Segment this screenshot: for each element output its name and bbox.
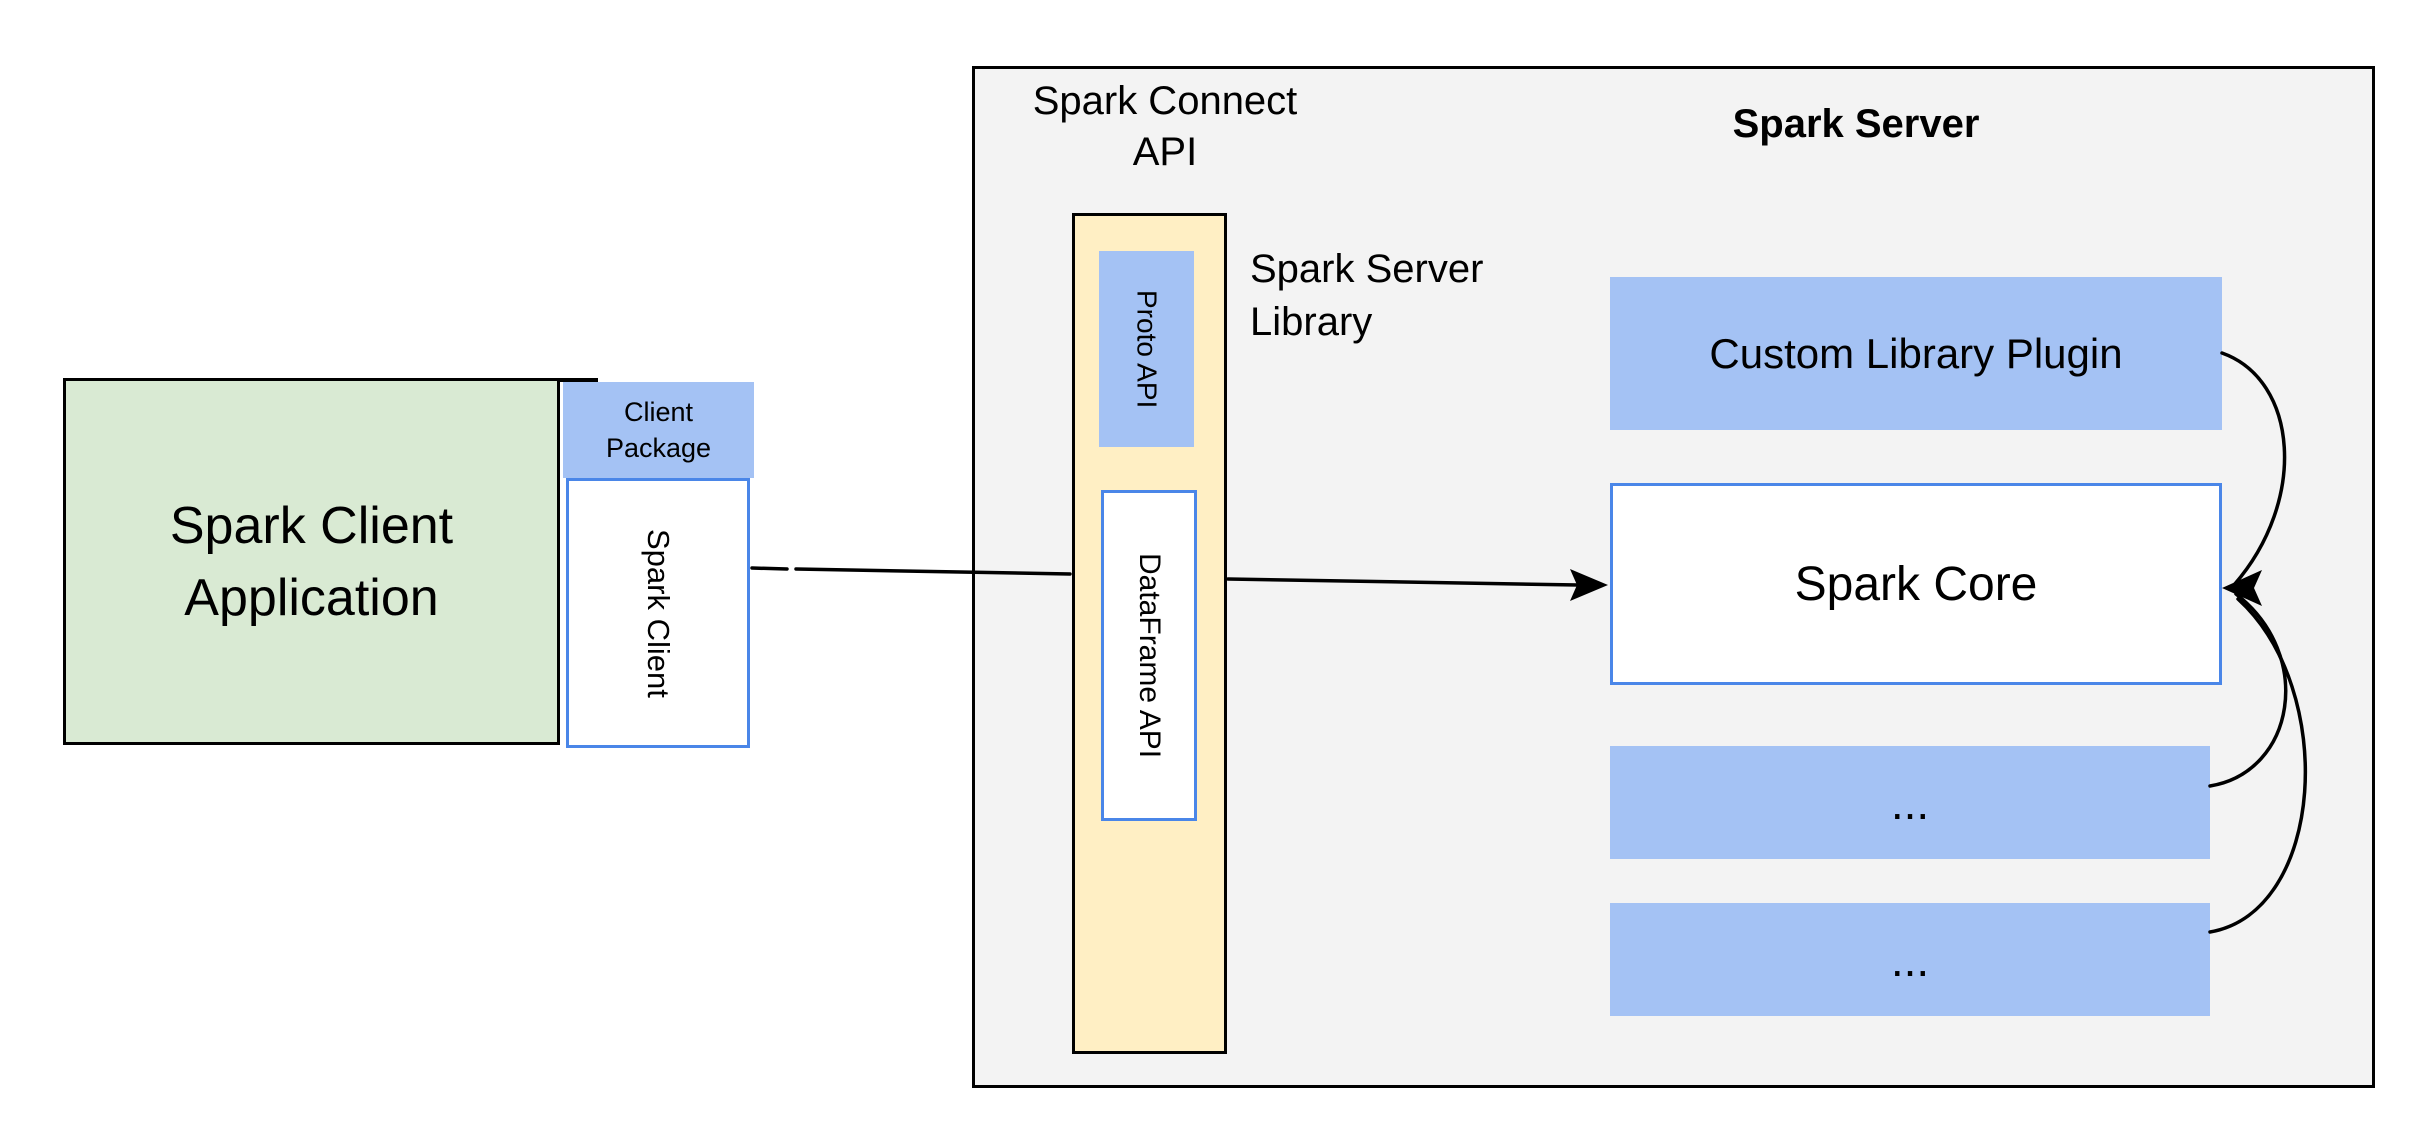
plugin-slot-2-box: ...: [1610, 903, 2210, 1016]
client-to-server-line-stub: [750, 566, 789, 571]
custom-library-plugin-label: Custom Library Plugin: [1709, 329, 2123, 377]
plugin-slot-2-label: ...: [1890, 933, 1930, 986]
plugin-slot-1-label: ...: [1890, 776, 1930, 829]
client-package-box: Client Package: [563, 382, 754, 478]
dataframe-api-label: DataFrame API: [1133, 552, 1166, 759]
spark-core-label: Spark Core: [1794, 557, 2038, 611]
plugin-slot-1-box: ...: [1610, 746, 2210, 859]
client-package-label: Client Package: [605, 397, 712, 463]
top-border-overhang: [558, 378, 598, 382]
spark-server-title: Spark Server: [1732, 102, 1980, 146]
spark-client-box: Spark Client: [566, 478, 750, 748]
dataframe-api-box: DataFrame API: [1101, 490, 1197, 821]
spark-server-library-label: Spark Server Library: [1250, 247, 1484, 344]
spark-client-label: Spark Client: [641, 528, 676, 698]
spark-client-application-label: Spark Client Application: [169, 496, 454, 627]
proto-api-box: Proto API: [1099, 251, 1194, 447]
custom-library-plugin-box: Custom Library Plugin: [1610, 277, 2222, 430]
spark-core-box: Spark Core: [1610, 483, 2222, 685]
spark-client-application-box: Spark Client Application: [63, 378, 560, 745]
proto-api-label: Proto API: [1131, 289, 1163, 409]
spark-connect-api-label: Spark Connect API: [1032, 79, 1298, 174]
